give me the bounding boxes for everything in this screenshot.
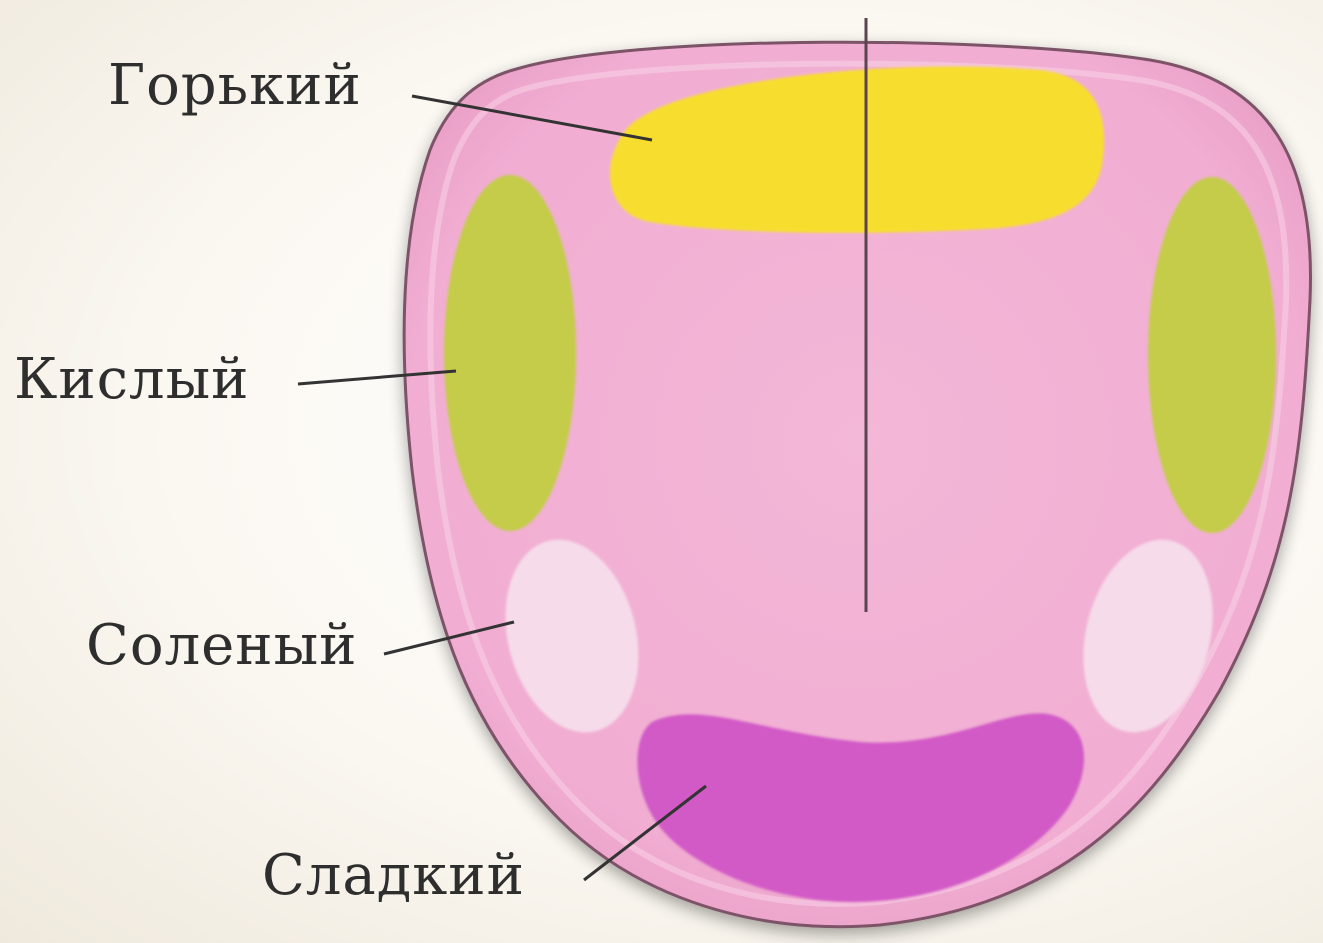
- label-sour: Кислый: [14, 352, 250, 408]
- label-salty: Соленый: [86, 618, 358, 674]
- label-sweet: Сладкий: [262, 848, 525, 904]
- label-bitter: Горький: [108, 58, 362, 114]
- sour-zone-left: [444, 175, 576, 531]
- sour-zone-right: [1148, 177, 1276, 533]
